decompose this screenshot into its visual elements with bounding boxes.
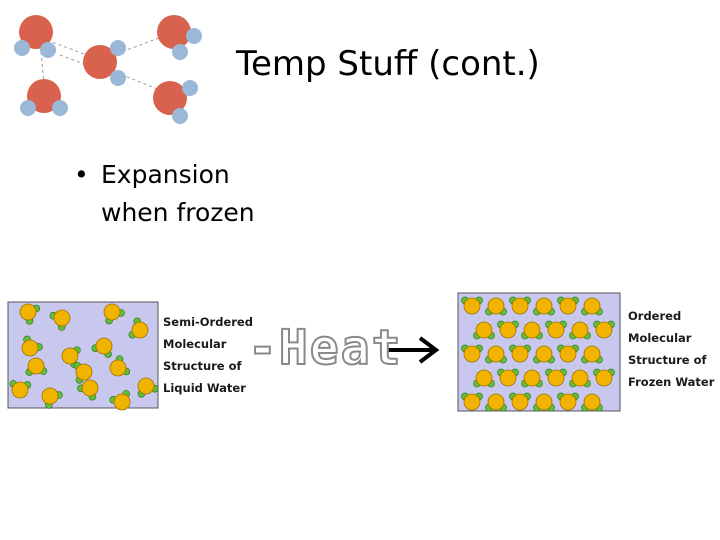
water-molecule [593,320,615,339]
water-molecule [581,393,603,412]
water-molecule [485,345,507,364]
label-line: Ordered [628,309,682,323]
molecule-4 [20,79,68,116]
water-molecule [557,296,579,315]
molecule-2 [83,40,126,86]
water-molecule [521,321,543,340]
water-molecule [109,390,131,411]
label-line: Semi-Ordered [163,315,253,329]
liquid-molecules [9,303,159,411]
page-title: Temp Stuff (cont.) [236,44,540,84]
water-molecule [128,317,149,339]
molecule-3 [157,15,202,60]
water-molecule [61,346,81,368]
label-line: Structure of [163,359,242,373]
bullet-item: Expansion when frozen [101,156,301,232]
right-arrow-icon [388,336,440,364]
water-molecule [557,392,579,411]
water-molecule [19,303,41,325]
bullet-marker: • [74,160,89,189]
water-molecule [473,321,495,340]
water-molecule [73,362,93,384]
label-line: Structure of [628,353,707,367]
water-molecule [557,344,579,363]
water-molecule [497,368,519,387]
molecule-1 [14,15,56,58]
label-line: Molecular [163,337,227,351]
water-molecule [497,320,519,339]
water-molecule [485,297,507,316]
water-molecule [25,357,48,376]
water-molecule [461,296,483,315]
water-molecule [581,345,603,364]
liquid-water-label: Semi-Ordered Molecular Structure of Liqu… [163,311,253,399]
frozen-water-label: Ordered Molecular Structure of Frozen Wa… [628,305,714,393]
water-molecule [509,344,531,363]
water-molecule [593,368,615,387]
water-molecule [533,345,555,364]
water-molecule [91,337,113,358]
water-molecule [485,393,507,412]
bullet-line-1: Expansion [101,160,230,189]
water-molecule [109,355,131,377]
frozen-molecules [461,296,615,412]
water-molecule [581,297,603,316]
water-molecule [9,380,32,399]
water-molecule [533,297,555,316]
water-molecule [137,377,159,398]
water-molecule [77,379,99,401]
water-molecule [21,335,43,357]
water-molecule [521,369,543,388]
molecule-5 [153,80,198,124]
bullet-line-2: when frozen [101,198,255,227]
heat-label: -Heat [247,319,403,377]
water-molecule [461,392,483,411]
label-line: Liquid Water [163,381,246,395]
water-molecule [103,303,125,325]
water-molecule [509,296,531,315]
water-molecule [569,321,591,340]
water-molecule [473,369,495,388]
water-molecule [461,344,483,363]
water-molecule [41,387,63,409]
water-molecule [545,368,567,387]
water-molecule [533,393,555,412]
water-molecule [545,320,567,339]
water-molecule [509,392,531,411]
water-molecule [49,309,71,331]
label-line: Molecular [628,331,692,345]
water-molecule [569,369,591,388]
label-line: Frozen Water [628,375,715,389]
